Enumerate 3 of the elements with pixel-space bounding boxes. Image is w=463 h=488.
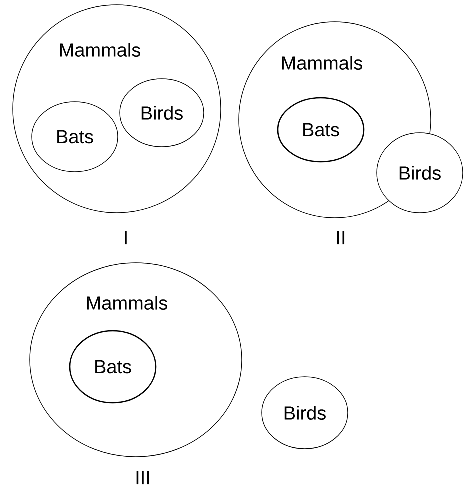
diagram-number: III xyxy=(136,471,150,485)
diagram-number: II xyxy=(337,231,345,245)
diagram-number: I xyxy=(125,231,127,245)
